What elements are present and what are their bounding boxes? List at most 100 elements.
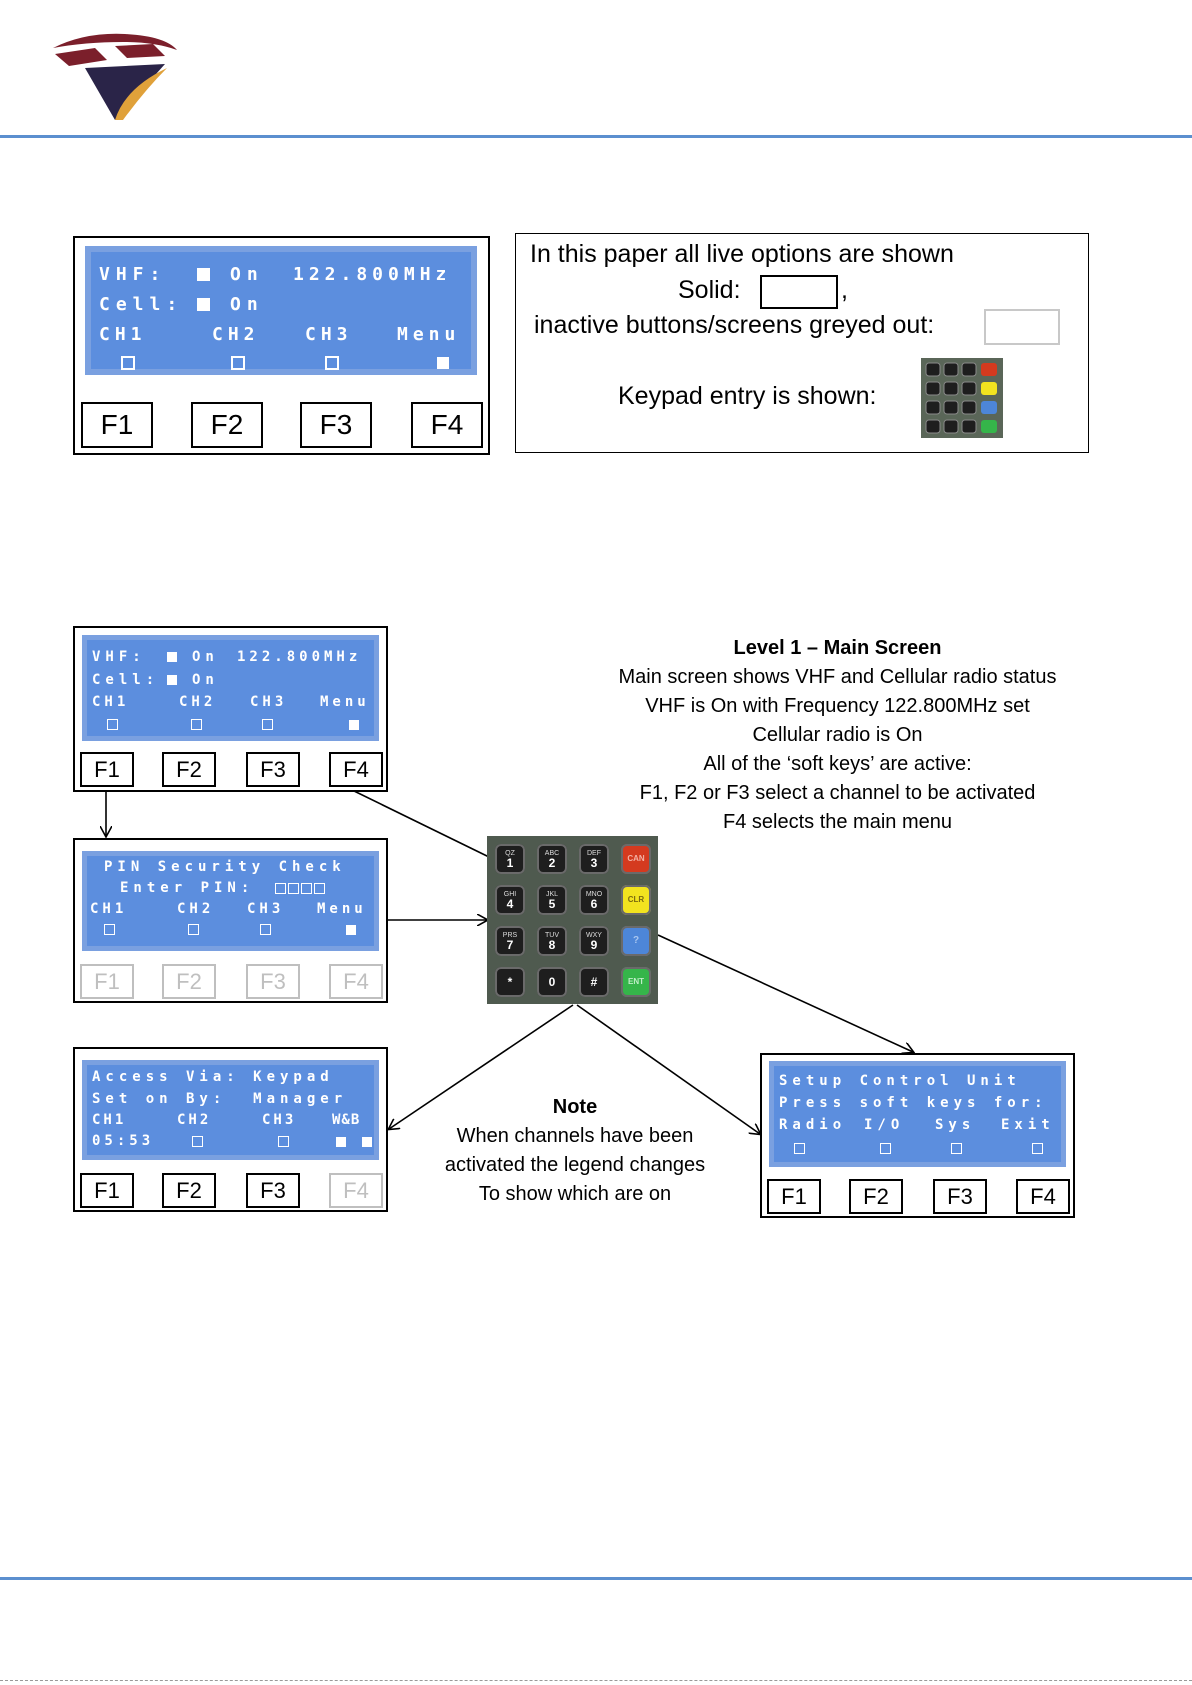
note-title: Note xyxy=(552,1096,598,1118)
softkey-indicator-2 xyxy=(192,1136,203,1147)
setup-lcd: Setup Control Unit Press soft keys for: … xyxy=(769,1061,1066,1167)
f2-button[interactable]: F2 xyxy=(162,1173,216,1208)
legend-display-panel: VHF: On 122.800MHz Cell: On CH1 CH2 CH3 … xyxy=(73,236,490,455)
lcd-setup-line-1: Setup Control Unit xyxy=(779,1073,1021,1089)
softkey-indicator-4 xyxy=(346,925,356,935)
lcd-access-line-1: Access Via: Keypad xyxy=(92,1069,334,1085)
legend-comma: , xyxy=(841,276,848,304)
softkey-label-4: Menu xyxy=(320,694,370,710)
softkey-label-4: Menu xyxy=(397,324,461,345)
f2-button[interactable]: F2 xyxy=(191,402,263,448)
header-rule xyxy=(0,135,1192,138)
softkey-indicator-4 xyxy=(349,720,359,730)
softkey-indicator-1 xyxy=(121,356,135,370)
legend-lcd: VHF: On 122.800MHz Cell: On CH1 CH2 CH3 … xyxy=(85,246,477,375)
vhf-indicator xyxy=(167,652,177,662)
level1-description: Level 1 – Main Screen Main screen shows … xyxy=(560,634,1115,837)
f2-button[interactable]: F2 xyxy=(849,1179,903,1214)
level1-line-4: All of the ‘soft keys’ are active: xyxy=(703,753,972,775)
note-line-2: activated the legend changes xyxy=(444,1154,706,1176)
key-cancel[interactable]: CAN xyxy=(621,844,651,874)
pin-digit-2 xyxy=(288,883,299,894)
lcd-pin-prompt: Enter PIN: xyxy=(120,880,255,896)
pin-screen-panel: PIN Security Check Enter PIN: CH1 CH2 CH… xyxy=(73,838,388,1003)
footer-rule xyxy=(0,1577,1192,1580)
lcd-vhf-frequency: 122.800MHz xyxy=(293,264,452,285)
softkey-label-2: CH2 xyxy=(177,901,215,917)
key-star[interactable]: * xyxy=(495,967,525,997)
lcd-vhf-frequency: 122.800MHz xyxy=(237,649,362,665)
legend-explanation-box: In this paper all live options are shown… xyxy=(515,233,1089,453)
key-enter[interactable]: ENT xyxy=(621,967,651,997)
level1-title: Level 1 – Main Screen xyxy=(733,637,942,659)
softkey-indicator-4 xyxy=(1032,1143,1043,1154)
lcd-cell-status: On xyxy=(192,672,219,688)
level1-line-5: F1, F2 or F3 select a channel to be acti… xyxy=(639,782,1036,804)
arrow-keypad-to-setup xyxy=(657,934,913,1052)
f2-button[interactable]: F2 xyxy=(162,752,216,787)
arrow-keypad-to-access xyxy=(389,1004,574,1129)
softkey-indicator-2 xyxy=(191,719,202,730)
f1-button: F1 xyxy=(80,964,134,999)
softkey-indicator-3 xyxy=(260,924,271,935)
softkey-label-3: CH3 xyxy=(305,324,353,345)
note-line-3: To show which are on xyxy=(478,1183,672,1205)
softkey-label-2: CH2 xyxy=(179,694,217,710)
pin-digit-4 xyxy=(314,883,325,894)
note-block: Note When channels have been activated t… xyxy=(400,1093,750,1209)
company-logo xyxy=(45,28,185,123)
softkey-indicator-3 xyxy=(262,719,273,730)
softkey-label-1: CH1 xyxy=(90,901,128,917)
lcd-pin-title: PIN Security Check xyxy=(104,859,346,875)
legend-solid-label: Solid: xyxy=(678,276,741,304)
f4-button[interactable]: F4 xyxy=(411,402,483,448)
level1-line-6: F4 selects the main menu xyxy=(723,811,952,833)
f1-button[interactable]: F1 xyxy=(81,402,153,448)
softkey-indicator-2 xyxy=(188,924,199,935)
pin-lcd: PIN Security Check Enter PIN: CH1 CH2 CH… xyxy=(82,851,379,951)
f1-button[interactable]: F1 xyxy=(80,1173,134,1208)
arrow-keypad-to-note xyxy=(576,1004,760,1134)
softkey-label-3: CH3 xyxy=(262,1112,297,1128)
key-hash[interactable]: # xyxy=(579,967,609,997)
key-help[interactable]: ? xyxy=(621,926,651,956)
softkey-label-4: W&B xyxy=(332,1112,361,1128)
f1-button[interactable]: F1 xyxy=(767,1179,821,1214)
lcd-line-cell: Cell: xyxy=(92,672,160,688)
f3-button[interactable]: F3 xyxy=(300,402,372,448)
f3-button: F3 xyxy=(246,964,300,999)
softkey-indicator-1 xyxy=(107,719,118,730)
lcd-line-vhf: VHF: xyxy=(99,264,167,285)
softkey-indicator-2 xyxy=(231,356,245,370)
keypad-thumbnail xyxy=(921,358,1003,438)
solid-sample-box xyxy=(760,275,838,309)
vhf-indicator xyxy=(197,268,210,281)
softkey-indicator-3 xyxy=(951,1143,962,1154)
f4-button: F4 xyxy=(329,1173,383,1208)
f4-button[interactable]: F4 xyxy=(329,752,383,787)
softkey-label-1: CH1 xyxy=(92,1112,127,1128)
softkey-label-2: CH2 xyxy=(177,1112,212,1128)
key-clear[interactable]: CLR xyxy=(621,885,651,915)
softkey-indicator-3 xyxy=(278,1136,289,1147)
access-screen-panel: Access Via: Keypad Set on By: Manager CH… xyxy=(73,1047,388,1212)
f4-button[interactable]: F4 xyxy=(1016,1179,1070,1214)
key-0[interactable]: 0 xyxy=(537,967,567,997)
note-line-1: When channels have been xyxy=(456,1125,694,1147)
f1-button[interactable]: F1 xyxy=(80,752,134,787)
lcd-access-line-2: Set on By: Manager xyxy=(92,1091,348,1107)
f3-button[interactable]: F3 xyxy=(933,1179,987,1214)
f3-button[interactable]: F3 xyxy=(246,1173,300,1208)
f3-button[interactable]: F3 xyxy=(246,752,300,787)
setup-screen-panel: Setup Control Unit Press soft keys for: … xyxy=(760,1053,1075,1218)
